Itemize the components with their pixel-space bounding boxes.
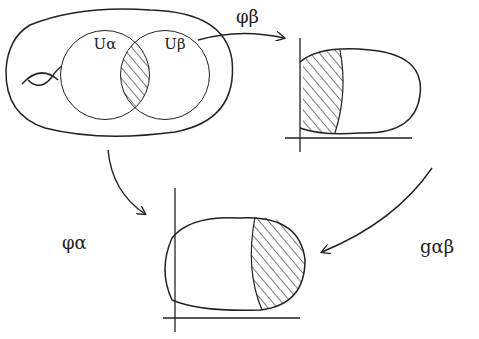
chart-region <box>165 218 305 311</box>
handle-symbol <box>28 66 62 85</box>
chart-hatch <box>251 217 305 310</box>
region-label: Uα <box>61 35 149 53</box>
map-label: φβ <box>236 6 259 27</box>
axis <box>299 38 300 152</box>
handle-symbol <box>22 73 58 84</box>
chart-domain-circle: Uα <box>60 30 150 120</box>
map-arrow <box>322 168 432 252</box>
axis <box>285 137 412 138</box>
chart-region <box>300 49 420 134</box>
chart-hatch-border <box>335 50 343 133</box>
map-arrow <box>108 150 145 214</box>
manifold-outline <box>6 9 233 136</box>
map-arrow <box>198 33 284 40</box>
map-label: φα <box>62 232 87 253</box>
region-label: Uβ <box>131 35 219 53</box>
chart-hatch-border <box>251 217 262 310</box>
axis <box>163 317 300 318</box>
chart-hatch <box>303 50 343 133</box>
map-label: gαβ <box>420 236 454 257</box>
chart-domain-circle: Uβ <box>120 30 210 120</box>
axis <box>174 188 175 332</box>
